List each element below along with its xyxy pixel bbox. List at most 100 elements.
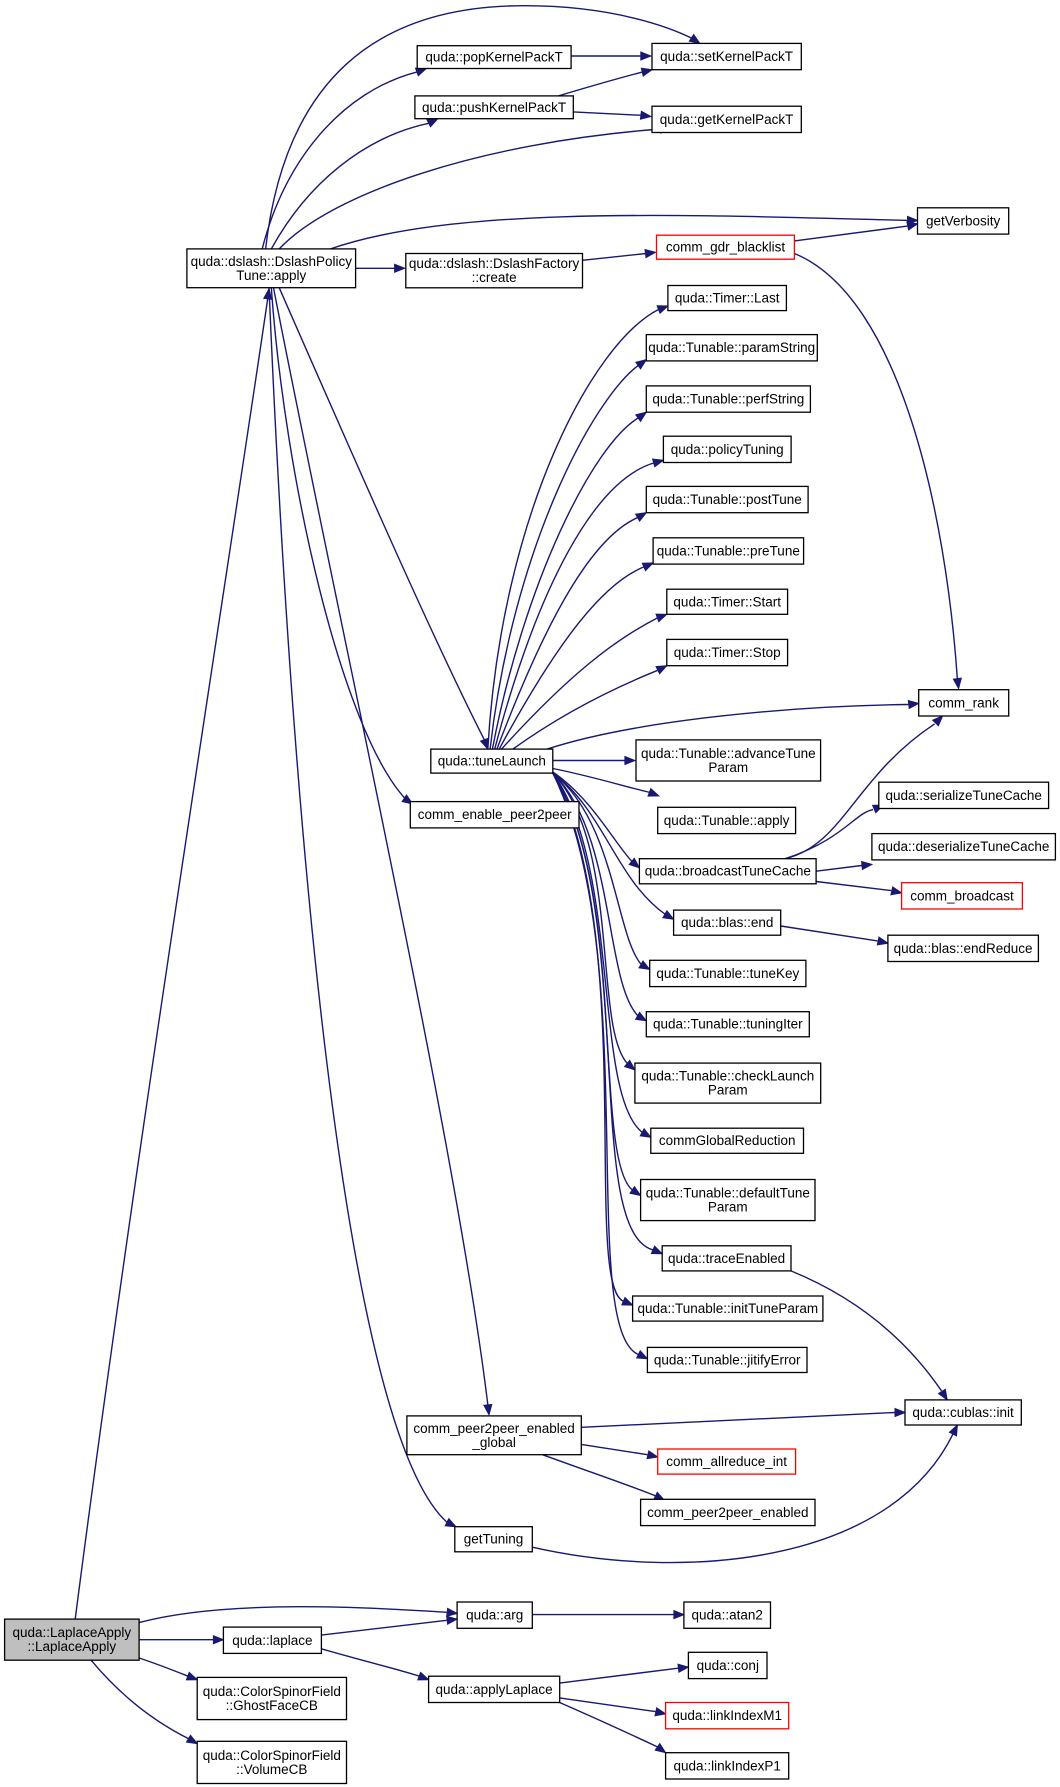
edge-line xyxy=(532,1433,954,1564)
edge-arrowhead xyxy=(662,909,675,920)
node-jitify[interactable]: quda::Tunable::jitifyError xyxy=(646,1346,808,1374)
node-atan2[interactable]: quda::atan2 xyxy=(683,1601,772,1629)
node-box xyxy=(631,1295,824,1322)
node-paramstring[interactable]: quda::Tunable::paramString xyxy=(645,333,818,362)
node-label: quda::linkIndexP1 xyxy=(674,1758,781,1773)
node-timer_start[interactable]: quda::Timer::Start xyxy=(666,588,789,615)
node-enable_p2p[interactable]: comm_enable_peer2peer xyxy=(409,800,580,829)
node-arg[interactable]: quda::arg xyxy=(456,1601,533,1629)
node-linkp1[interactable]: quda::linkIndexP1 xyxy=(664,1752,790,1780)
node-tunelaunch[interactable]: quda::tuneLaunch xyxy=(430,748,554,774)
node-gettuning[interactable]: getTuning xyxy=(454,1526,533,1553)
node-tunable_apply[interactable]: quda::Tunable::apply xyxy=(657,806,797,835)
node-root[interactable]: quda::LaplaceApply::LaplaceApply xyxy=(3,1618,140,1661)
edge-tunelaunch-to-inittune xyxy=(552,772,634,1306)
node-serialize[interactable]: quda::serializeTuneCache xyxy=(878,781,1050,810)
edge-applylaplace-to-linkm1 xyxy=(559,1697,667,1717)
node-volumecb[interactable]: quda::ColorSpinorField::VolumeCB xyxy=(196,1740,348,1785)
edge-arrowhead xyxy=(931,714,944,727)
node-label: quda::cublas::init xyxy=(912,1405,1014,1420)
edge-arrowhead xyxy=(394,263,406,274)
edge-root-to-volumecb xyxy=(90,1659,199,1745)
node-getverb[interactable]: getVerbosity xyxy=(916,207,1010,235)
node-tunekey[interactable]: quda::Tunable::tuneKey xyxy=(649,959,807,988)
edge-broadcast_tc-to-serialize xyxy=(785,804,885,860)
node-laplace[interactable]: quda::laplace xyxy=(222,1626,323,1655)
node-getkp[interactable]: quda::getKernelPackT xyxy=(651,105,802,134)
node-label: comm_gdr_blacklist xyxy=(666,240,786,255)
node-box xyxy=(657,806,797,835)
edge-arrowhead xyxy=(446,1615,459,1625)
node-factory_create[interactable]: quda::dslash::DslashFactory::create xyxy=(405,252,584,289)
node-label: Tune::apply xyxy=(236,268,306,283)
edge-tunelaunch-to-timer_start xyxy=(500,613,669,750)
node-traceenabled[interactable]: quda::traceEnabled xyxy=(661,1245,792,1272)
node-box xyxy=(3,1618,140,1661)
node-label: quda::serializeTuneCache xyxy=(886,788,1042,803)
edge-applylaplace-to-conj xyxy=(559,1663,690,1684)
node-allreduce[interactable]: comm_allreduce_int xyxy=(657,1448,797,1475)
node-timer_stop[interactable]: quda::Timer::Stop xyxy=(666,638,789,667)
node-label: Param xyxy=(708,1083,748,1098)
edge-arrowhead xyxy=(688,33,701,45)
node-comm_broadcast[interactable]: comm_broadcast xyxy=(900,882,1024,910)
edge-tunelaunch-to-broadcast_tc xyxy=(552,771,641,869)
edge-arrowhead xyxy=(185,1671,199,1681)
node-box xyxy=(666,638,789,667)
edge-line xyxy=(496,516,639,750)
node-label: comm_allreduce_int xyxy=(666,1454,787,1469)
node-pop[interactable]: quda::popKernelPackT xyxy=(416,45,572,70)
node-p2p_enabled[interactable]: comm_peer2peer_enabled xyxy=(639,1498,816,1527)
edge-arrowhead xyxy=(639,1127,652,1138)
node-comm_rank[interactable]: comm_rank xyxy=(918,689,1010,717)
node-blas_end[interactable]: quda::blas::end xyxy=(672,909,782,936)
node-label: quda::pushKernelPackT xyxy=(422,100,566,115)
node-globalreduction[interactable]: commGlobalReduction xyxy=(650,1127,805,1154)
node-label: quda::Tunable::jitifyError xyxy=(654,1352,801,1367)
node-gdr[interactable]: comm_gdr_blacklist xyxy=(655,234,796,260)
node-label: ::LaplaceApply xyxy=(28,1639,117,1654)
node-blas_endreduce[interactable]: quda::blas::endReduce xyxy=(887,934,1040,963)
edge-p2p_global-to-allreduce xyxy=(581,1443,660,1460)
node-posttune[interactable]: quda::Tunable::postTune xyxy=(645,485,809,514)
node-cublas_init[interactable]: quda::cublas::init xyxy=(904,1399,1022,1426)
node-inittune[interactable]: quda::Tunable::initTuneParam xyxy=(631,1295,824,1322)
node-label: comm_peer2peer_enabled xyxy=(647,1505,808,1520)
node-pretune[interactable]: quda::Tunable::preTune xyxy=(652,537,805,565)
edge-dslash_apply-to-pop xyxy=(261,67,428,250)
edge-line xyxy=(498,565,646,750)
node-label: _global xyxy=(471,1435,516,1450)
node-box xyxy=(683,1601,772,1629)
node-perfstring[interactable]: quda::Tunable::perfString xyxy=(645,385,812,413)
edge-line xyxy=(487,308,660,750)
node-p2p_global[interactable]: comm_peer2peer_enabled_global xyxy=(406,1415,582,1456)
node-box xyxy=(650,1127,805,1154)
node-ghostface[interactable]: quda::ColorSpinorField::GhostFaceCB xyxy=(196,1676,348,1721)
edge-line xyxy=(74,297,269,1620)
edge-arrowhead xyxy=(483,1403,493,1417)
node-box xyxy=(454,1526,533,1553)
edge-push-to-setkp xyxy=(558,67,654,97)
node-policytuning[interactable]: quda::policyTuning xyxy=(662,435,792,464)
edge-line xyxy=(552,772,641,1357)
node-label: quda::popKernelPackT xyxy=(425,50,562,65)
node-push[interactable]: quda::pushKernelPackT xyxy=(414,95,574,120)
node-box xyxy=(651,42,802,71)
node-setkp[interactable]: quda::setKernelPackT xyxy=(651,42,802,71)
node-box xyxy=(646,1346,808,1374)
node-deserialize[interactable]: quda::deserializeTuneCache xyxy=(871,832,1057,861)
node-conj[interactable]: quda::conj xyxy=(687,1651,768,1680)
node-tuningiter[interactable]: quda::Tunable::tuningIter xyxy=(645,1011,810,1038)
node-linkm1[interactable]: quda::linkIndexM1 xyxy=(664,1701,790,1730)
node-timer_last[interactable]: quda::Timer::Last xyxy=(667,284,788,312)
node-applylaplace[interactable]: quda::applyLaplace xyxy=(427,1675,561,1704)
edge-root-to-arg xyxy=(138,1606,459,1624)
node-broadcast_tc[interactable]: quda::broadcastTuneCache xyxy=(638,858,817,885)
edge-arrowhead xyxy=(417,1671,430,1681)
node-label: comm_broadcast xyxy=(910,888,1014,903)
